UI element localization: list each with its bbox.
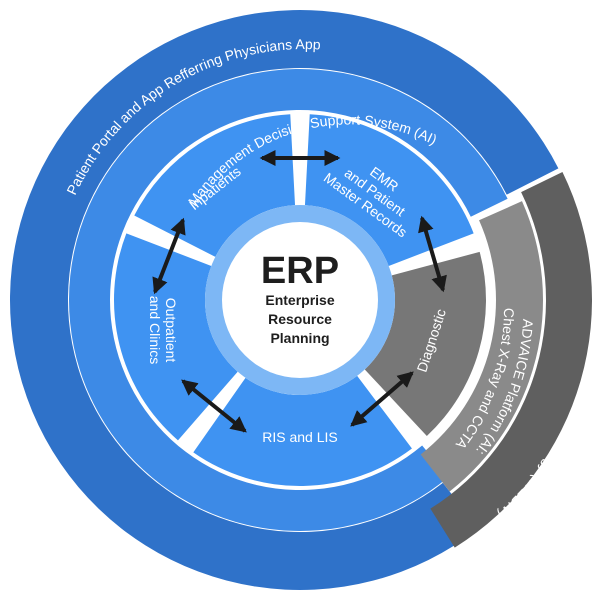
advaice-platform-ring [420, 201, 544, 492]
center-line1: Enterprise [265, 292, 334, 308]
arrow-outpatient-ris [181, 379, 247, 433]
pax-viewer-ring [430, 172, 593, 548]
ris-lis-label: RIS and LIS [262, 429, 338, 445]
arrow-emr-diagnostic [418, 215, 447, 293]
arrow-inpatients-outpatient [152, 217, 186, 295]
outpatient-label-line1: Outpatient [163, 298, 179, 363]
arrow-diagnostic-ris [350, 371, 414, 427]
outpatient-label-line2: and Clinics [147, 296, 163, 364]
center-line3: Planning [270, 330, 329, 346]
outpatient-label: Outpatient and Clinics [147, 296, 179, 364]
center-title: ERP [261, 250, 339, 292]
center-line2: Resource [268, 311, 332, 327]
hub-core [222, 222, 378, 378]
